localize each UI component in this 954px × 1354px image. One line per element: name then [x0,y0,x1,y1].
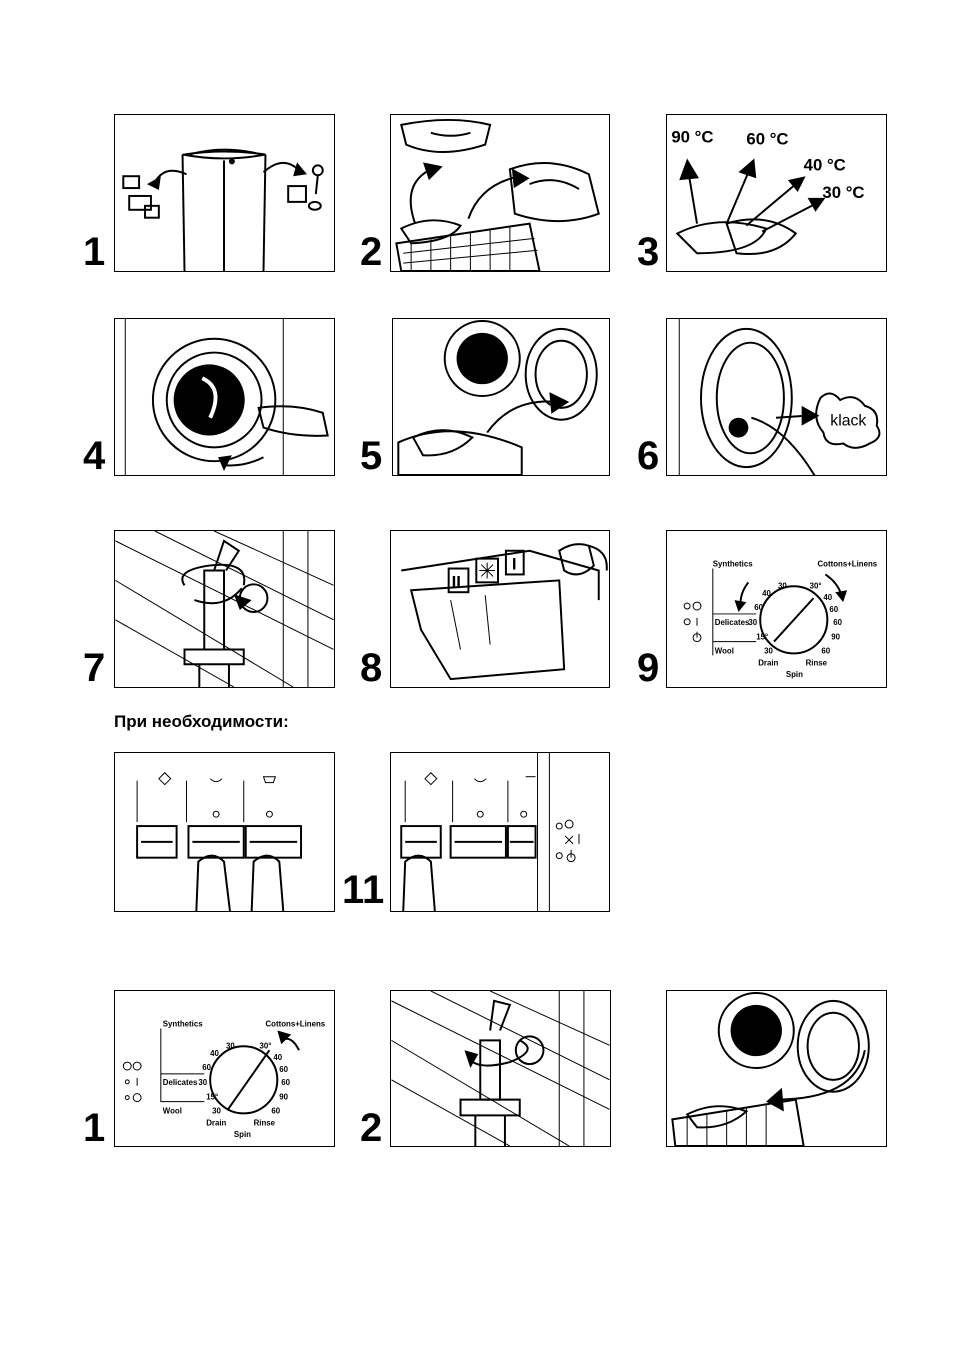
step-2-sort-laundry-illustration [390,114,610,272]
dial-rinse-label: Rinse [806,658,828,667]
svg-text:Cottons+Linens: Cottons+Linens [265,1020,325,1029]
step-5-load-laundry-illustration [392,318,610,476]
svg-text:Rinse: Rinse [254,1118,276,1127]
step-number-1: 1 [83,232,105,272]
temp-40-label: 40 °C [804,155,846,174]
step-7-open-tap-illustration [114,530,335,688]
step-number-8: 8 [360,648,382,688]
svg-text:15°: 15° [206,1093,218,1102]
end-step-1-program-dial-off-illustration: Synthetics Cottons+Linens Delicates Wool… [114,990,335,1147]
if-necessary-heading: При необходимости: [114,712,289,732]
step-number-5: 5 [360,436,382,476]
svg-text:30: 30 [748,618,757,627]
svg-text:60: 60 [829,605,838,614]
svg-text:Spin: Spin [234,1130,251,1139]
step-10-button-press-illustration [114,752,335,912]
step-4-open-door-illustration [114,318,335,476]
svg-text:30: 30 [212,1106,221,1115]
svg-text:30: 30 [226,1041,235,1050]
svg-text:40: 40 [210,1049,219,1058]
svg-text:60: 60 [821,646,830,655]
step-3-temperature-selection-illustration: 90 °C 60 °C 40 °C 30 °C [666,114,887,272]
dial-drain-label: Drain [758,658,778,667]
svg-text:60: 60 [279,1065,288,1074]
temp-90-label: 90 °C [671,128,713,147]
svg-text:30: 30 [778,581,787,590]
step-number-end-2: 2 [360,1108,382,1148]
svg-text:40: 40 [823,593,832,602]
svg-text:30: 30 [198,1078,207,1087]
softener-icon [479,563,495,579]
svg-text:60: 60 [754,603,763,612]
step-number-9: 9 [637,648,659,688]
svg-text:30°: 30° [810,581,822,590]
spin-icon [210,779,222,782]
step-number-11: 11 [342,870,384,910]
svg-text:Synthetics: Synthetics [163,1020,203,1029]
step-9-program-dial-illustration: Synthetics Cottons+Linens Delicates Wool… [666,530,887,688]
dial-synthetics-label: Synthetics [713,560,753,569]
dial-wool-label: Wool [715,646,734,655]
dial-delicates-label: Delicates [715,618,750,627]
svg-text:30: 30 [764,646,773,655]
step-number-2: 2 [360,232,382,272]
rinse-icon [264,777,276,783]
svg-text:30°: 30° [260,1041,272,1050]
svg-text:60: 60 [202,1063,211,1072]
svg-text:Delicates: Delicates [163,1078,198,1087]
temp-60-label: 60 °C [746,130,788,149]
step-number-4: 4 [83,436,105,476]
svg-text:90: 90 [279,1093,288,1102]
step-11-button-press-illustration [390,752,610,912]
svg-text:60: 60 [833,618,842,627]
step-number-7: 7 [83,648,105,688]
step-1-check-pockets-illustration [114,114,335,272]
svg-text:40: 40 [273,1053,282,1062]
temp-30-label: 30 °C [822,183,864,202]
prewash-compartment-label: II [452,572,461,591]
step-6-close-door-illustration: klack [666,318,887,476]
step-number-3: 3 [637,232,659,272]
start-icon [159,773,171,785]
led-icon [684,603,690,609]
svg-text:60: 60 [281,1078,290,1087]
main-wash-compartment-label: I [512,555,517,574]
step-number-end-1: 1 [83,1108,105,1148]
svg-text:15°: 15° [756,633,768,642]
svg-text:Wool: Wool [163,1106,182,1115]
end-step-2-close-tap-illustration [390,990,611,1147]
klack-sound-label: klack [830,413,866,430]
svg-text:60: 60 [271,1106,280,1115]
end-step-3-unload-laundry-illustration [666,990,887,1147]
step-number-6: 6 [637,436,659,476]
step-8-add-detergent-illustration: II I [390,530,610,688]
svg-text:90: 90 [831,633,840,642]
svg-text:40: 40 [762,589,771,598]
dial-spin-label: Spin [786,670,803,679]
dial-cottons-label: Cottons+Linens [817,560,877,569]
svg-text:Drain: Drain [206,1118,226,1127]
